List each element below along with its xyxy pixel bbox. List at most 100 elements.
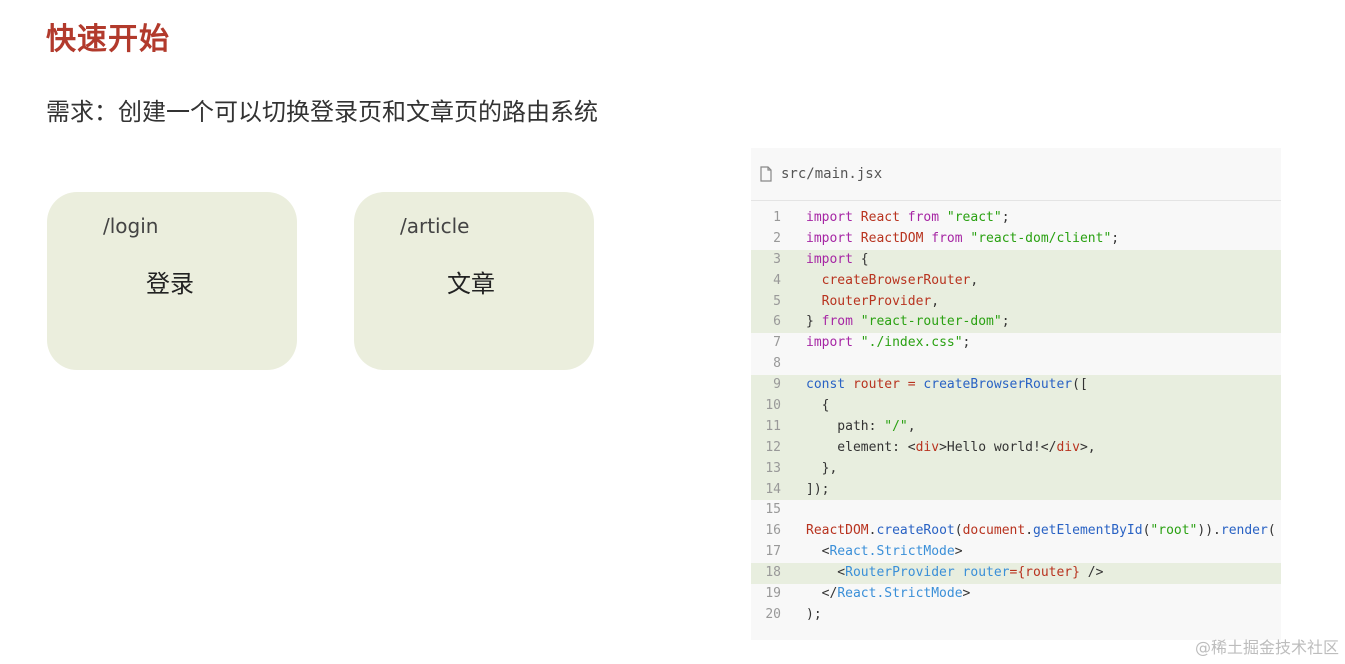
line-number: 11 [765,418,781,434]
code-token: > [962,586,971,602]
code-token: >, [1079,439,1096,455]
code-token: createBrowserRouter [821,272,971,288]
code-text: import { [781,250,869,271]
code-token: import [806,335,853,351]
code-token: element: < [806,439,916,455]
code-line: 20); [751,605,1281,626]
code-token: RouterProvider [845,565,955,581]
code-token: "react-router-dom" [860,314,1002,330]
code-token: ( [954,523,963,539]
code-text: </React.StrictMode> [781,584,971,605]
code-token: < [806,544,830,560]
code-token [853,210,861,225]
line-number: 10 [765,398,781,414]
code-line: 15 [751,500,1281,521]
line-number: 8 [773,356,781,372]
line-number: 19 [765,586,781,602]
code-token: . [868,523,877,539]
code-token: >Hello world!</ [939,439,1057,455]
code-token [939,210,947,225]
code-token: createRoot [876,523,955,539]
line-number: 16 [765,523,781,539]
code-token: { [806,398,830,414]
code-token: } [1072,565,1080,581]
code-token: ( [1142,523,1151,539]
requirement-text: 需求：创建一个可以切换登录页和文章页的路由系统 [46,98,598,126]
line-number: 9 [773,377,781,393]
line-number: 6 [773,314,781,330]
code-text: const router = createBrowserRouter([ [781,375,1088,396]
line-number: 13 [765,460,781,476]
line-number: 5 [773,293,781,309]
code-token: from [821,314,853,330]
code-line: 10 { [751,396,1281,417]
code-token: RouterProvider [821,293,932,309]
code-text: element: <div>Hello world!</div>, [781,438,1096,459]
line-number: 2 [773,230,781,246]
code-line: 18 <RouterProvider router={router} /> [751,563,1281,585]
code-token: render [1220,523,1268,539]
code-line: 5 RouterProvider, [751,291,1281,313]
route-card-article: /article 文章 [354,192,594,370]
code-text: { [781,396,830,417]
code-token: from [931,230,963,246]
code-text: import ReactDOM from "react-dom/client"; [781,229,1119,250]
code-line: 4 createBrowserRouter, [751,270,1281,292]
file-icon [759,166,773,182]
code-token: ); [806,606,822,622]
route-path-label: /article [400,214,470,238]
code-text: ); [781,605,822,626]
code-token: ; [1001,314,1010,330]
page-title: 快速开始 [46,22,170,57]
code-line: 19 </React.StrictMode> [751,584,1281,605]
line-number: 1 [773,210,781,225]
code-line: 13 }, [751,458,1281,480]
code-line: 17 <React.StrictMode> [751,542,1281,563]
code-text: RouterProvider, [781,292,939,313]
code-token: React.StrictMode [829,544,955,560]
code-token: "./index.css" [860,335,963,351]
code-token: "/" [884,418,908,434]
code-token: ( [1267,523,1276,539]
code-token: "root" [1150,523,1198,539]
line-number: 14 [765,481,781,497]
code-token: React [860,210,900,225]
code-token: = [907,377,916,393]
line-number: 4 [773,272,781,288]
code-token: ; [1111,230,1120,246]
code-text: }, [781,459,838,480]
code-token [845,377,853,392]
code-token: > [954,544,963,560]
code-token: ReactDOM [860,230,924,246]
code-token: ={ [1009,565,1026,581]
code-text [781,354,806,375]
code-token: </ [806,586,838,602]
code-token: , [931,293,940,309]
code-token: }, [806,460,838,476]
code-token: "react-dom/client" [970,230,1112,246]
code-text: <RouterProvider router={router} /> [781,563,1103,584]
code-token: router [1025,565,1073,581]
code-token: ReactDOM [806,523,869,539]
code-token: "react" [946,210,1002,225]
route-page-name: 文章 [447,270,495,298]
code-line: 11 path: "/", [751,416,1281,438]
code-text: import "./index.css"; [781,333,970,354]
code-text: ]); [781,480,829,501]
code-text: ReactDOM.createRoot(document.getElementB… [781,521,1276,542]
code-token: div [915,439,940,455]
code-token: document [962,523,1026,539]
code-token [806,273,822,288]
code-token: , [907,418,916,434]
line-number: 15 [765,502,781,518]
line-number: 12 [765,439,781,455]
line-number: 17 [765,544,781,560]
code-token [853,314,861,329]
code-token [900,210,908,225]
